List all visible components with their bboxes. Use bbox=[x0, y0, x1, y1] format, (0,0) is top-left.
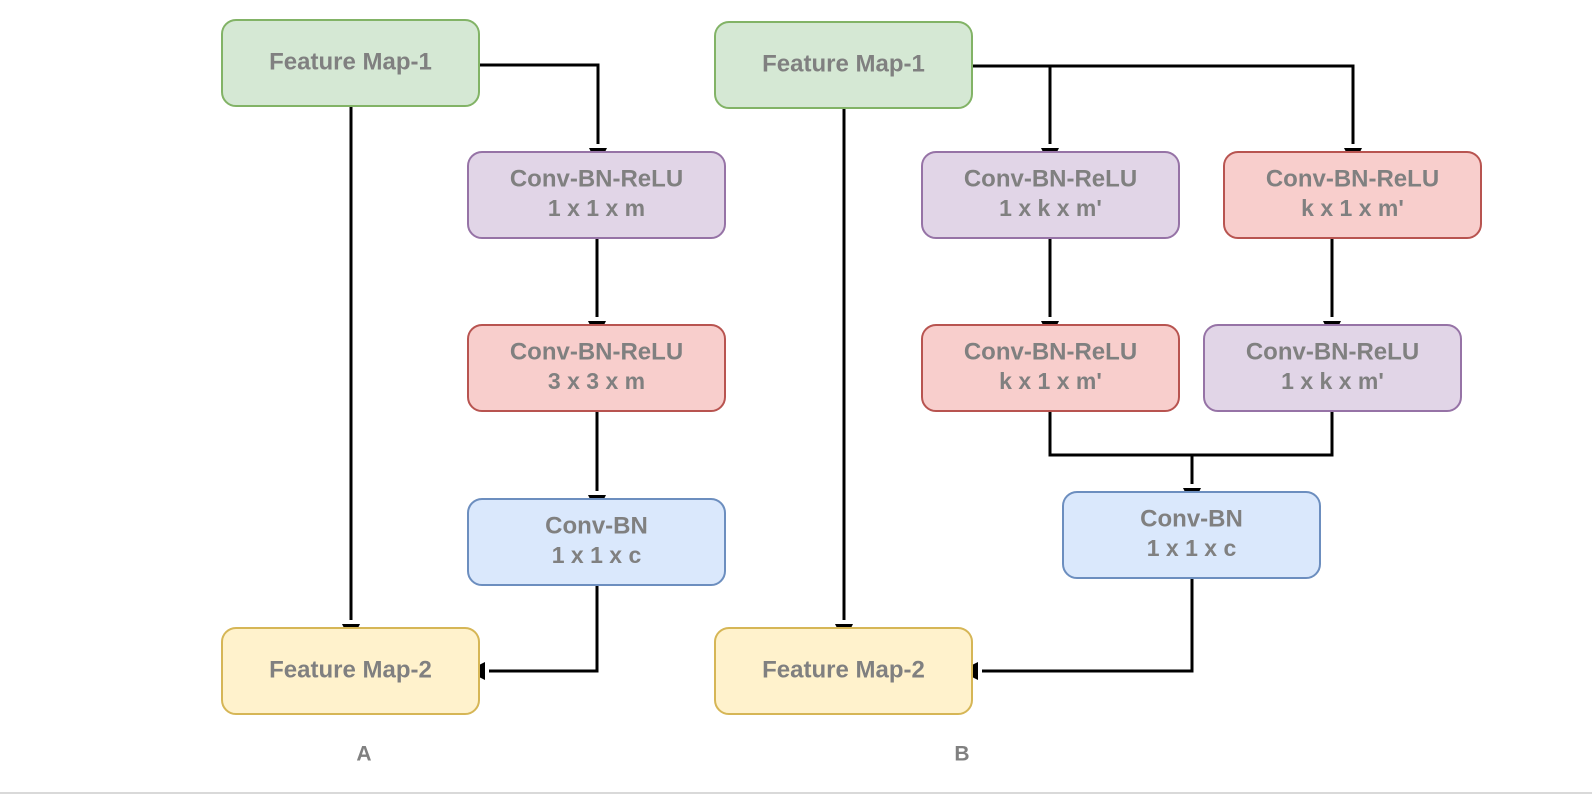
panel-label-a: A bbox=[356, 743, 371, 766]
feature-map-2-block-b-label-line-1: Feature Map-2 bbox=[762, 656, 925, 683]
conv-bn-relu-kx1xm-prime-block-left-label-line-1: Conv-BN-ReLU bbox=[964, 338, 1137, 365]
conv-bn-relu-1xkxm-prime-block-right-label-line-1: Conv-BN-ReLU bbox=[1246, 338, 1419, 365]
feature-map-1-block-a-shape bbox=[221, 19, 480, 107]
conv-bn-relu-1xkxm-prime-block-left-label-line-2: 1 x k x m' bbox=[999, 195, 1102, 221]
conv-bn-1x1xc-block-a-label-line-1: Conv-BN bbox=[545, 512, 648, 539]
edge-b-convbn-to-fm2 bbox=[982, 578, 1194, 673]
conv-bn-relu-1xkxm-prime-block-left-label-line-1: Conv-BN-ReLU bbox=[964, 165, 1137, 192]
conv-bn-relu-kx1xm-prime-block-right[interactable]: Conv-BN-ReLU k x 1 x m' bbox=[1223, 151, 1482, 239]
conv-bn-relu-1x1xm-block-shape bbox=[467, 151, 726, 239]
edge-a-fm1-to-conv1 bbox=[479, 63, 600, 144]
conv-bn-relu-3x3xm-block[interactable]: Conv-BN-ReLU 3 x 3 x m bbox=[467, 324, 726, 412]
conv-bn-relu-1xkxm-prime-block-right[interactable]: Conv-BN-ReLU 1 x k x m' bbox=[1203, 324, 1462, 412]
conv-bn-relu-1xkxm-prime-block-right-label-line-2: 1 x k x m' bbox=[1281, 368, 1384, 394]
feature-map-1-block-b-shape bbox=[714, 21, 973, 109]
feature-map-1-block-b-label-line-1: Feature Map-1 bbox=[762, 50, 925, 77]
conv-bn-relu-3x3xm-block-label-line-1: Conv-BN-ReLU bbox=[510, 338, 683, 365]
conv-bn-relu-kx1xm-prime-block-left-shape bbox=[921, 324, 1180, 412]
feature-map-1-block-a-label-line-1: Feature Map-1 bbox=[269, 48, 432, 75]
conv-bn-1x1xc-block-a[interactable]: Conv-BN 1 x 1 x c bbox=[467, 498, 726, 586]
conv-bn-relu-1x1xm-block[interactable]: Conv-BN-ReLU 1 x 1 x m bbox=[467, 151, 726, 239]
conv-bn-relu-kx1xm-prime-block-left[interactable]: Conv-BN-ReLU k x 1 x m' bbox=[921, 324, 1180, 412]
conv-bn-relu-1xkxm-prime-block-left[interactable]: Conv-BN-ReLU 1 x k x m' bbox=[921, 151, 1180, 239]
conv-bn-1x1xc-block-b[interactable]: Conv-BN 1 x 1 x c bbox=[1062, 491, 1321, 579]
conv-bn-1x1xc-block-b-shape bbox=[1062, 491, 1321, 579]
feature-map-2-block-a-label-line-1: Feature Map-2 bbox=[269, 656, 432, 683]
edge-a-conv3-to-fm2 bbox=[489, 585, 599, 673]
edge-b-fm1-branch-right bbox=[1050, 64, 1355, 144]
feature-map-2-block-b[interactable]: Feature Map-2 bbox=[714, 627, 973, 715]
edge-b-left2-merge bbox=[1048, 411, 1192, 457]
feature-map-1-block-b[interactable]: Feature Map-1 bbox=[714, 21, 973, 109]
conv-bn-relu-1xkxm-prime-block-right-shape bbox=[1203, 324, 1462, 412]
panel-label-b: B bbox=[954, 743, 969, 766]
conv-bn-relu-kx1xm-prime-block-left-label-line-2: k x 1 x m' bbox=[999, 368, 1102, 394]
feature-map-2-block-b-shape bbox=[714, 627, 973, 715]
conv-bn-relu-1x1xm-block-label-line-1: Conv-BN-ReLU bbox=[510, 165, 683, 192]
conv-bn-relu-1xkxm-prime-block-left-shape bbox=[921, 151, 1180, 239]
conv-bn-1x1xc-block-a-label-line-2: 1 x 1 x c bbox=[552, 542, 642, 568]
conv-bn-relu-3x3xm-block-label-line-2: 3 x 3 x m bbox=[548, 368, 645, 394]
conv-bn-1x1xc-block-a-shape bbox=[467, 498, 726, 586]
feature-map-2-block-a-shape bbox=[221, 627, 480, 715]
edge-b-fm1-branch-left bbox=[972, 64, 1052, 144]
conv-bn-relu-kx1xm-prime-block-right-label-line-2: k x 1 x m' bbox=[1301, 195, 1404, 221]
edge-b-right2-merge bbox=[1192, 411, 1334, 457]
conv-bn-relu-kx1xm-prime-block-right-shape bbox=[1223, 151, 1482, 239]
feature-map-2-block-a[interactable]: Feature Map-2 bbox=[221, 627, 480, 715]
conv-bn-relu-kx1xm-prime-block-right-label-line-1: Conv-BN-ReLU bbox=[1266, 165, 1439, 192]
conv-bn-relu-1x1xm-block-label-line-2: 1 x 1 x m bbox=[548, 195, 645, 221]
conv-bn-1x1xc-block-b-label-line-1: Conv-BN bbox=[1140, 505, 1243, 532]
feature-map-1-block-a[interactable]: Feature Map-1 bbox=[221, 19, 480, 107]
conv-bn-relu-3x3xm-block-shape bbox=[467, 324, 726, 412]
conv-bn-1x1xc-block-b-label-line-2: 1 x 1 x c bbox=[1147, 535, 1237, 561]
edges-layer bbox=[349, 63, 1355, 673]
